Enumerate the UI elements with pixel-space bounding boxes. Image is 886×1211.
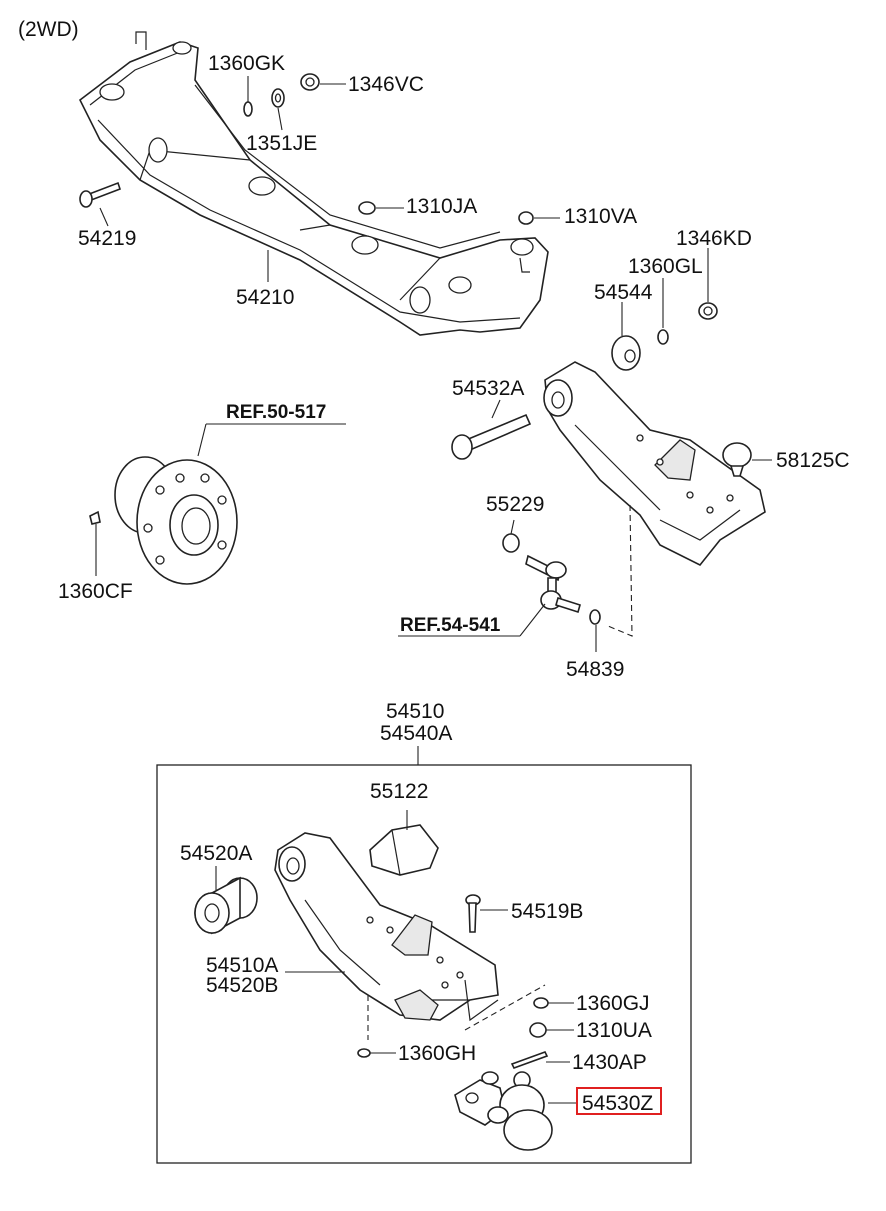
- assembly-box: [156, 764, 692, 1164]
- label-54544: 54544: [594, 281, 653, 304]
- label-54210: 54210: [236, 286, 294, 309]
- hub-disc-drawing: [114, 456, 238, 585]
- washer-1360GH-icon: [357, 1048, 371, 1058]
- fastener-1360CF-icon: [89, 510, 101, 525]
- label-1360GK: 1360GK: [208, 52, 285, 75]
- split-pin-1430AP-icon: [510, 1051, 549, 1069]
- label-54530Z[interactable]: 54530Z: [582, 1092, 653, 1115]
- leader-54219: [99, 207, 109, 227]
- ref-54-541: REF.54-541: [400, 615, 501, 636]
- label-55122: 55122: [370, 780, 428, 803]
- lower-arm-drawing: [274, 832, 499, 1022]
- label-54532A: 54532A: [452, 377, 524, 400]
- label-1360GL: 1360GL: [628, 255, 703, 278]
- nut-1310UA-icon: [529, 1022, 547, 1038]
- assembly-dash-line: [607, 504, 633, 637]
- label-1430AP: 1430AP: [572, 1051, 647, 1074]
- label-1360GJ: 1360GJ: [576, 992, 650, 1015]
- stabilizer-link-drawing: [502, 533, 601, 625]
- bushing-54520A-icon: [194, 876, 258, 935]
- bump-stop-58125C-icon: [722, 442, 752, 477]
- highlight-box-54530Z[interactable]: [576, 1087, 662, 1115]
- ball-joint-54530Z-icon: [454, 1071, 553, 1151]
- ref-50-517: REF.50-517: [226, 402, 326, 423]
- lower-dash-lines: [367, 984, 546, 1040]
- nut-1346VC-icon: [300, 73, 320, 91]
- label-55229: 55229: [486, 493, 544, 516]
- variant-label: (2WD): [18, 18, 79, 41]
- nut-1310JA-icon: [358, 201, 376, 215]
- bump-pad-55122-icon: [369, 824, 439, 876]
- washer-1360GL-icon: [657, 329, 669, 345]
- leader-55229: [510, 519, 515, 535]
- label-54540A: 54540A: [380, 722, 452, 745]
- label-54519B: 54519B: [511, 900, 583, 923]
- label-1310JA: 1310JA: [406, 195, 477, 218]
- nut-1346KD-icon: [698, 302, 718, 320]
- label-54219: 54219: [78, 227, 136, 250]
- leader-1351JE: [277, 107, 283, 131]
- washer-1351JE-icon: [271, 88, 285, 108]
- label-1346VC: 1346VC: [348, 73, 424, 96]
- crossmember-drawing: [78, 31, 549, 336]
- bolt-54532A-icon: [451, 413, 532, 460]
- bolt-54219-icon: [79, 181, 122, 208]
- leader-ref-54-541: [519, 603, 546, 637]
- label-54520B: 54520B: [206, 974, 278, 997]
- bolt-54519B-icon: [465, 894, 481, 933]
- label-1346KD: 1346KD: [676, 227, 752, 250]
- label-1360CF: 1360CF: [58, 580, 133, 603]
- label-1310VA: 1310VA: [564, 205, 637, 228]
- washer-1360GJ-icon: [533, 997, 549, 1009]
- label-1351JE: 1351JE: [246, 132, 317, 155]
- nut-1310VA-icon: [518, 211, 534, 225]
- trailing-arm-drawing: [543, 361, 766, 567]
- label-54510A: 54510A: [206, 954, 278, 977]
- label-1360GH: 1360GH: [398, 1042, 476, 1065]
- leader-54532A: [491, 399, 501, 419]
- label-58125C: 58125C: [776, 449, 850, 472]
- label-1310UA: 1310UA: [576, 1019, 652, 1042]
- label-54520A: 54520A: [180, 842, 252, 865]
- fastener-1360GK-icon: [243, 101, 253, 117]
- cam-plate-54544-icon: [611, 335, 641, 371]
- label-54510: 54510: [386, 700, 444, 723]
- label-54839: 54839: [566, 658, 624, 681]
- leader-ref-50-517: [197, 423, 207, 457]
